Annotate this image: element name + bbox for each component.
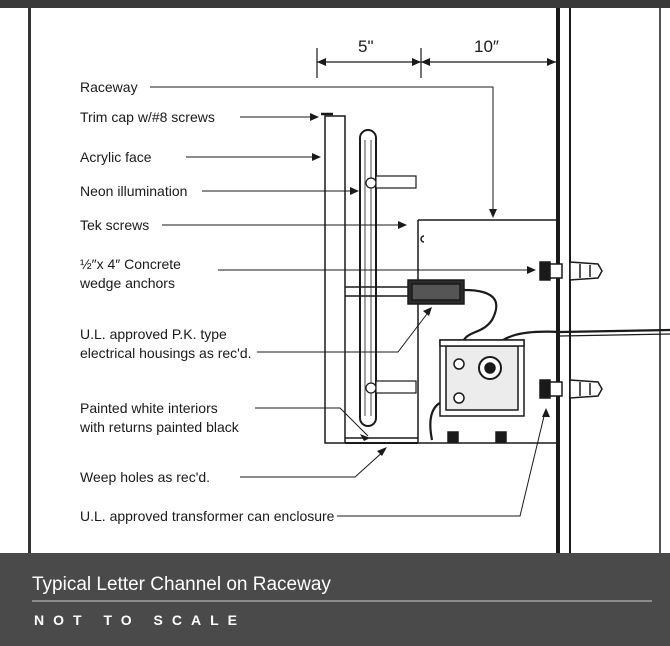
label-raceway: Raceway (80, 79, 138, 95)
label-interiors-line1: Painted white interiors (80, 400, 218, 416)
label-acrylic-face: Acrylic face (80, 149, 152, 165)
label-weep-holes: Weep holes as rec'd. (80, 469, 210, 485)
label-housings-line2: electrical housings as rec'd. (80, 345, 252, 361)
wedge-anchors (539, 261, 603, 399)
label-transformer: U.L. approved transformer can enclosure (80, 508, 335, 524)
letter-channel (321, 112, 418, 444)
label-neon-illumination: Neon illumination (80, 183, 187, 199)
label-interiors-line2: with returns painted black (79, 419, 240, 435)
label-housings-line1: U.L. approved P.K. type (80, 326, 227, 342)
title-banner: Typical Letter Channel on Raceway NOT TO… (0, 553, 670, 646)
label-trim-cap: Trim cap w/#8 screws (80, 109, 215, 125)
left-frame-line (28, 8, 31, 553)
leader-arrowheads (310, 113, 550, 456)
dimension-5in: 5" (358, 37, 374, 56)
leader-lines (150, 86, 546, 517)
diagram-title: Typical Letter Channel on Raceway (32, 574, 331, 595)
raceway-box (417, 219, 558, 444)
top-border (0, 0, 670, 8)
transformer-enclosure (439, 339, 525, 443)
dimension-lines (316, 48, 556, 78)
callout-labels: Raceway Trim cap w/#8 screws Acrylic fac… (79, 79, 335, 524)
label-tek-screws: Tek screws (80, 217, 149, 233)
neon-supports (365, 175, 417, 394)
label-anchors-line2: wedge anchors (79, 275, 175, 291)
label-anchors-line1: ½″x 4″ Concrete (80, 256, 181, 272)
scale-note: NOT TO SCALE (34, 612, 246, 628)
electrical-housing (345, 279, 465, 305)
dimension-10in: 10″ (474, 37, 499, 56)
